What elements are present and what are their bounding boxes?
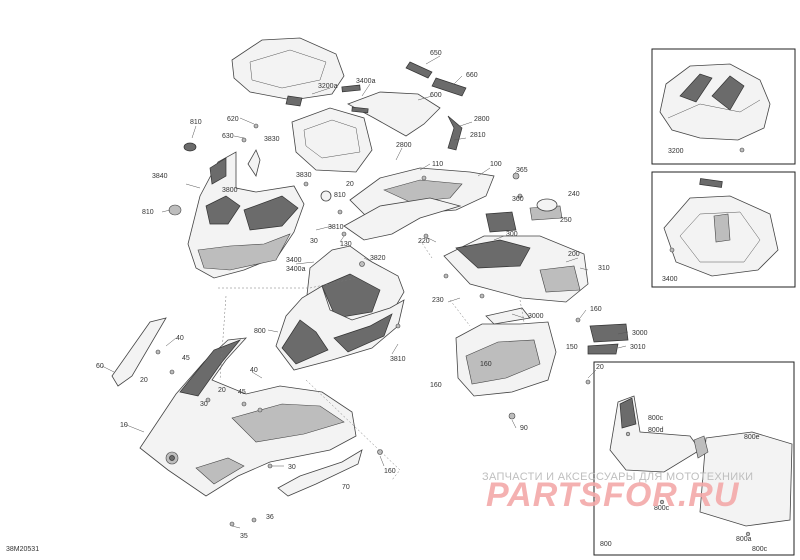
watermark: ЗАПЧАСТИ И АКСЕССУАРЫ ДЛЯ МОТОТЕХНИКИ PA… [482,471,753,514]
watermark-brand: PARTSFOR.RU [486,476,740,514]
callout-365: 365 [516,167,528,174]
callout-630: 630 [222,133,234,140]
windshield-frame-60 [111,317,167,387]
inset-box-bottom: 800c 800d 800e 800c 800a 800c 800 [593,361,795,556]
inset-800c-3: 800c [752,546,768,553]
callout-110: 110 [432,161,443,168]
inset-800: 800 [600,541,612,548]
callout-160b: 160 [480,361,492,368]
callout-810c: 810 [142,209,154,216]
callout-200: 200 [568,251,580,258]
lower-fairing-800 [275,285,405,371]
inset-800a: 800a [736,536,752,543]
callout-70: 70 [342,484,350,491]
callout-3810a: 3810 [328,224,344,231]
callout-3830b: 3830 [296,172,312,179]
callout-220: 220 [418,238,430,245]
inset-800d: 800d [648,427,664,434]
callout-3400: 3400 [286,257,302,264]
callout-300: 300 [506,231,518,238]
callout-90: 90 [520,425,528,432]
callout-600: 600 [430,92,442,99]
callout-3000a: 3000 [528,313,544,320]
hood-10 [139,337,357,497]
callout-810b: 810 [334,192,346,199]
callout-100: 100 [490,161,502,168]
inset-box-top: 3200 [651,48,796,165]
dashboard-frame-3400a [291,107,373,173]
inset-box-mid: 3400 [651,171,796,288]
fender-130 [343,197,462,241]
callout-2800b: 2800 [396,142,412,149]
assembly-lines [218,239,525,481]
inset-800e: 800e [744,434,760,441]
callout-160c: 160 [430,382,442,389]
inset-800c-2: 800c [654,505,670,512]
cross-bracket-600 [341,84,441,137]
callout-30b: 30 [200,401,208,408]
callout-20d: 20 [218,387,226,394]
callout-3830a: 3830 [264,136,280,143]
callout-250: 250 [560,217,572,224]
front-fairing-3800 [187,149,305,279]
callout-30a: 30 [310,238,318,245]
callout-30c: 30 [288,464,296,471]
callout-3810b: 3810 [390,356,406,363]
callout-620: 620 [227,116,239,123]
callout-40b: 40 [250,367,258,374]
instrument-cluster-200 [443,172,589,303]
diagram-code: 38M20531 [6,546,39,553]
callout-3800: 3800 [222,187,238,194]
leader-lines [101,55,629,529]
callout-3200a: 3200a [318,83,338,90]
callout-650: 650 [430,50,442,57]
callout-45a: 45 [182,355,190,362]
callout-130: 130 [340,241,352,248]
callout-10: 10 [120,422,128,429]
callout-20a: 20 [346,181,354,188]
callout-3820: 3820 [370,255,386,262]
callout-800: 800 [254,328,266,335]
callout-150: 150 [566,344,578,351]
callout-230: 230 [432,297,444,304]
inset-800c-1: 800c [648,415,664,422]
callout-3010: 3010 [630,344,646,351]
callout-660: 660 [466,72,478,79]
rails-650-660 [405,61,467,151]
callout-160d: 160 [384,468,396,475]
callout-240: 240 [568,191,580,198]
callout-labels: 650 660 600 3200a 3400a 620 630 3830 810… [96,50,648,540]
callout-36: 36 [266,514,274,521]
ring-part-810 [168,142,332,216]
watermark-tagline: ЗАПЧАСТИ И АКСЕССУАРЫ ДЛЯ МОТОТЕХНИКИ [482,471,753,483]
callout-20b: 20 [596,364,604,371]
callout-160a: 160 [590,306,602,313]
callout-2800a: 2800 [474,116,490,123]
callout-3000b: 3000 [632,330,648,337]
trim-strip-70 [277,449,363,497]
upper-cover-3200 [231,37,345,107]
callout-3840: 3840 [152,173,168,180]
callout-45b: 45 [238,389,246,396]
callout-360: 360 [512,196,524,203]
callout-810a: 810 [190,119,202,126]
side-panel-150 [455,307,629,397]
inset-mid-label: 3400 [662,276,678,283]
callout-3400a: 3400a [356,78,376,85]
callout-35: 35 [240,533,248,540]
callout-3400a2: 3400a [286,266,306,273]
inset-top-label: 3200 [668,148,684,155]
callout-310: 310 [598,265,610,272]
callout-20c: 20 [140,377,148,384]
callout-40a: 40 [176,335,184,342]
callout-2810: 2810 [470,132,486,139]
callout-60: 60 [96,363,104,370]
